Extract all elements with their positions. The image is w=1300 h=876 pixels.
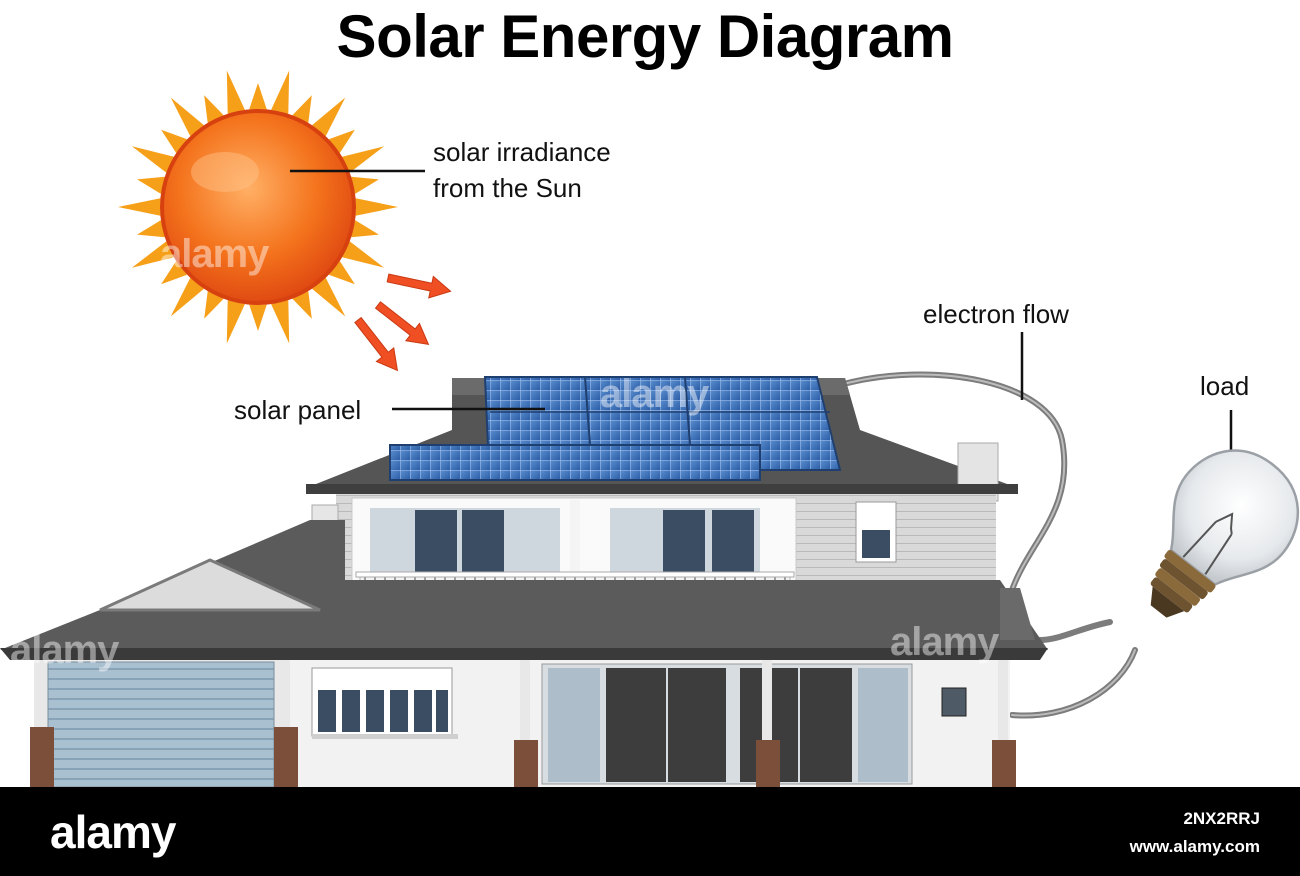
sun-icon xyxy=(118,70,398,344)
label-sun-line-2: from the Sun xyxy=(433,173,582,203)
sun-ray xyxy=(204,95,224,123)
sun-ray xyxy=(131,146,174,173)
sun-ray xyxy=(342,241,385,268)
sun-ray xyxy=(249,83,267,110)
label-sun-line-1: solar irradiance xyxy=(433,137,611,167)
label-solar-panel: solar panel xyxy=(234,395,362,425)
sun-ray xyxy=(131,241,174,268)
sun-ray xyxy=(312,277,346,317)
watermark: alamy xyxy=(160,232,269,276)
sun-ray xyxy=(292,95,312,123)
footer-image-id: 2NX2RRJ xyxy=(1183,809,1260,828)
sun-ray xyxy=(351,220,379,238)
house-icon xyxy=(0,378,1048,787)
page-title: Solar Energy Diagram xyxy=(336,3,954,70)
sun-ray xyxy=(118,198,161,216)
sun-ray xyxy=(271,70,290,114)
sun-ray xyxy=(292,291,312,319)
solar-panel-icon xyxy=(389,376,842,481)
sun-ray xyxy=(271,300,290,344)
solar-energy-diagram: alamy alamy alamy alamy Solar Energy Dia… xyxy=(0,3,1300,787)
sun-ray xyxy=(226,70,245,114)
sun-ray xyxy=(355,198,398,216)
watermark: alamy xyxy=(600,372,709,416)
watermark: alamy xyxy=(890,620,999,664)
sun-ray xyxy=(204,291,224,319)
footer-logo: alamy xyxy=(50,806,176,858)
sun-ray xyxy=(342,146,385,173)
sun-ray xyxy=(226,300,245,344)
arrow-icon xyxy=(354,273,452,372)
footer-bar: alamy 2NX2RRJ www.alamy.com xyxy=(0,787,1300,876)
sun-ray xyxy=(249,304,267,331)
label-sun: solar irradiance from the Sun xyxy=(433,134,611,206)
sun-ray xyxy=(351,176,379,194)
sun-ray xyxy=(170,97,204,137)
footer-site: www.alamy.com xyxy=(1129,837,1260,856)
label-load: load xyxy=(1200,371,1250,401)
watermark: alamy xyxy=(10,628,119,672)
sun-ray xyxy=(312,97,346,137)
sun-ray xyxy=(137,220,165,238)
label-electron-flow: electron flow xyxy=(923,299,1069,329)
diagram-illustration xyxy=(0,70,1300,787)
light-bulb-icon xyxy=(1150,449,1300,618)
sun-ray xyxy=(170,277,204,317)
sun-ray xyxy=(137,176,165,194)
